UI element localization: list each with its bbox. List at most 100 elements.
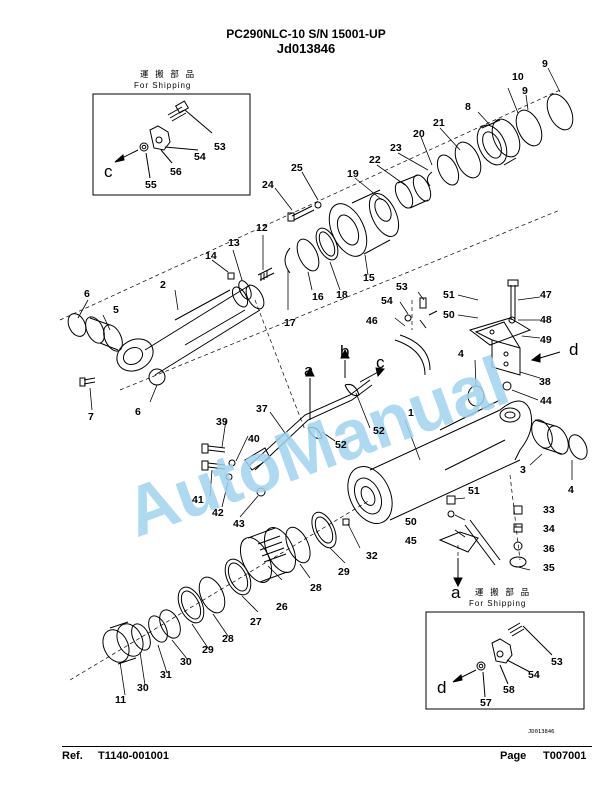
leader-lines [77, 67, 573, 696]
part-label: 9 [522, 85, 528, 97]
part-label: 54 [194, 151, 206, 163]
u-bolt-52a [344, 384, 360, 396]
part-label: 50 [405, 516, 417, 528]
part-label: 6 [84, 288, 90, 300]
part-label: 54 [528, 669, 540, 681]
bushing-3 [531, 419, 569, 455]
part-label: 2 [160, 279, 166, 291]
part-label: 21 [433, 117, 445, 129]
part-label: 42 [212, 507, 224, 519]
block-38 [474, 321, 521, 376]
part-label: 4 [568, 484, 574, 496]
part-label: 27 [250, 616, 262, 628]
grease-fitting-7 [79, 377, 96, 387]
ring-30a [159, 609, 181, 639]
part-label: 51 [443, 289, 455, 301]
shipping-box-2-bracket [452, 622, 553, 698]
part-label: 30 [137, 682, 149, 694]
shipping-box-2-label: For Shipping [469, 599, 526, 608]
part-label: 25 [291, 162, 303, 174]
part-label: 9 [542, 58, 548, 70]
ring-29b [177, 586, 205, 624]
nut-13 [238, 280, 252, 300]
bushing-5 [85, 316, 123, 352]
bolt-24 [287, 201, 322, 222]
part-label: 24 [262, 179, 274, 191]
screw-32 [342, 518, 350, 526]
seal-20 [436, 154, 460, 186]
part-label: 29 [338, 566, 350, 578]
part-label: 57 [480, 697, 492, 709]
view-arrow-a2 [453, 558, 463, 588]
seal-6b [148, 368, 166, 386]
shipping-box-1-bracket [114, 100, 213, 179]
part-label: 26 [276, 601, 288, 613]
ring-28b [198, 576, 226, 614]
shipping-box-1-view-letter: c [104, 162, 113, 181]
o-ring-44 [502, 381, 512, 391]
view-letter-a-upper: a [304, 361, 314, 380]
ring-9b [546, 93, 574, 131]
snap-ring-17 [284, 247, 291, 274]
part-label: 56 [170, 166, 182, 178]
cylinder-tube [347, 399, 533, 524]
snap-ring-23 [426, 171, 433, 187]
o-ring-43 [256, 487, 266, 497]
shipping-box-1-label: For Shipping [134, 81, 191, 90]
part-label: 47 [540, 289, 552, 301]
u-bolt-52b [307, 427, 323, 439]
part-label: 52 [373, 425, 385, 437]
part-number-labels: 1 2 3 4 4 5 6 6 7 8 9 9 10 11 12 13 14 1… [84, 58, 574, 706]
part-label: 32 [366, 550, 378, 562]
view-letter-b: b [340, 342, 349, 361]
view-arrow-b [340, 348, 350, 378]
bushing-22 [394, 174, 432, 209]
part-label: 8 [465, 101, 471, 113]
part-label: 20 [413, 128, 425, 140]
part-label: 39 [216, 416, 228, 428]
drawing-id-title: Jd013846 [276, 41, 336, 56]
footer-rule [62, 746, 592, 747]
plug-35 [509, 556, 527, 568]
pin-12 [257, 267, 275, 281]
part-label: 18 [336, 289, 348, 301]
clamp-45 [438, 495, 501, 566]
footer-ref-value: T1140-001001 [98, 750, 169, 762]
ring-27 [224, 558, 252, 596]
part-label: 52 [335, 439, 347, 451]
part-label: 5 [113, 304, 119, 316]
part-label: 51 [468, 485, 480, 497]
seal-6a [67, 313, 87, 337]
part-label: 58 [503, 684, 515, 696]
part-label: 28 [310, 582, 322, 594]
part-label: 49 [540, 334, 552, 346]
ring-16 [296, 238, 320, 272]
plug-33 [513, 505, 523, 515]
part-label: 22 [369, 154, 381, 166]
part-label: 17 [284, 317, 296, 329]
part-label: 38 [539, 376, 551, 388]
part-label: 37 [256, 403, 268, 415]
part-label: 4 [458, 348, 464, 360]
ring-29a [311, 511, 337, 549]
part-label: 29 [202, 644, 214, 656]
view-letter-d: d [569, 340, 578, 359]
nut-11 [102, 621, 144, 665]
screw-14 [227, 272, 235, 280]
part-label: 30 [180, 656, 192, 668]
view-arrow-c [359, 367, 385, 383]
piston-rod [116, 284, 265, 376]
shipping-box-1-frame [92, 93, 251, 196]
part-label: 48 [540, 314, 552, 326]
shipping-box-2-frame [425, 611, 585, 710]
part-label: 45 [405, 535, 417, 547]
part-label: 44 [540, 395, 552, 407]
ring-9a [515, 109, 543, 147]
part-label: 12 [256, 222, 268, 234]
seal-4a [467, 385, 485, 407]
cylinder-head [328, 189, 400, 257]
footer-page-value: T007001 [543, 750, 587, 762]
part-label: 6 [135, 406, 141, 418]
bolt-39 [201, 443, 226, 454]
part-label: 31 [160, 669, 172, 681]
